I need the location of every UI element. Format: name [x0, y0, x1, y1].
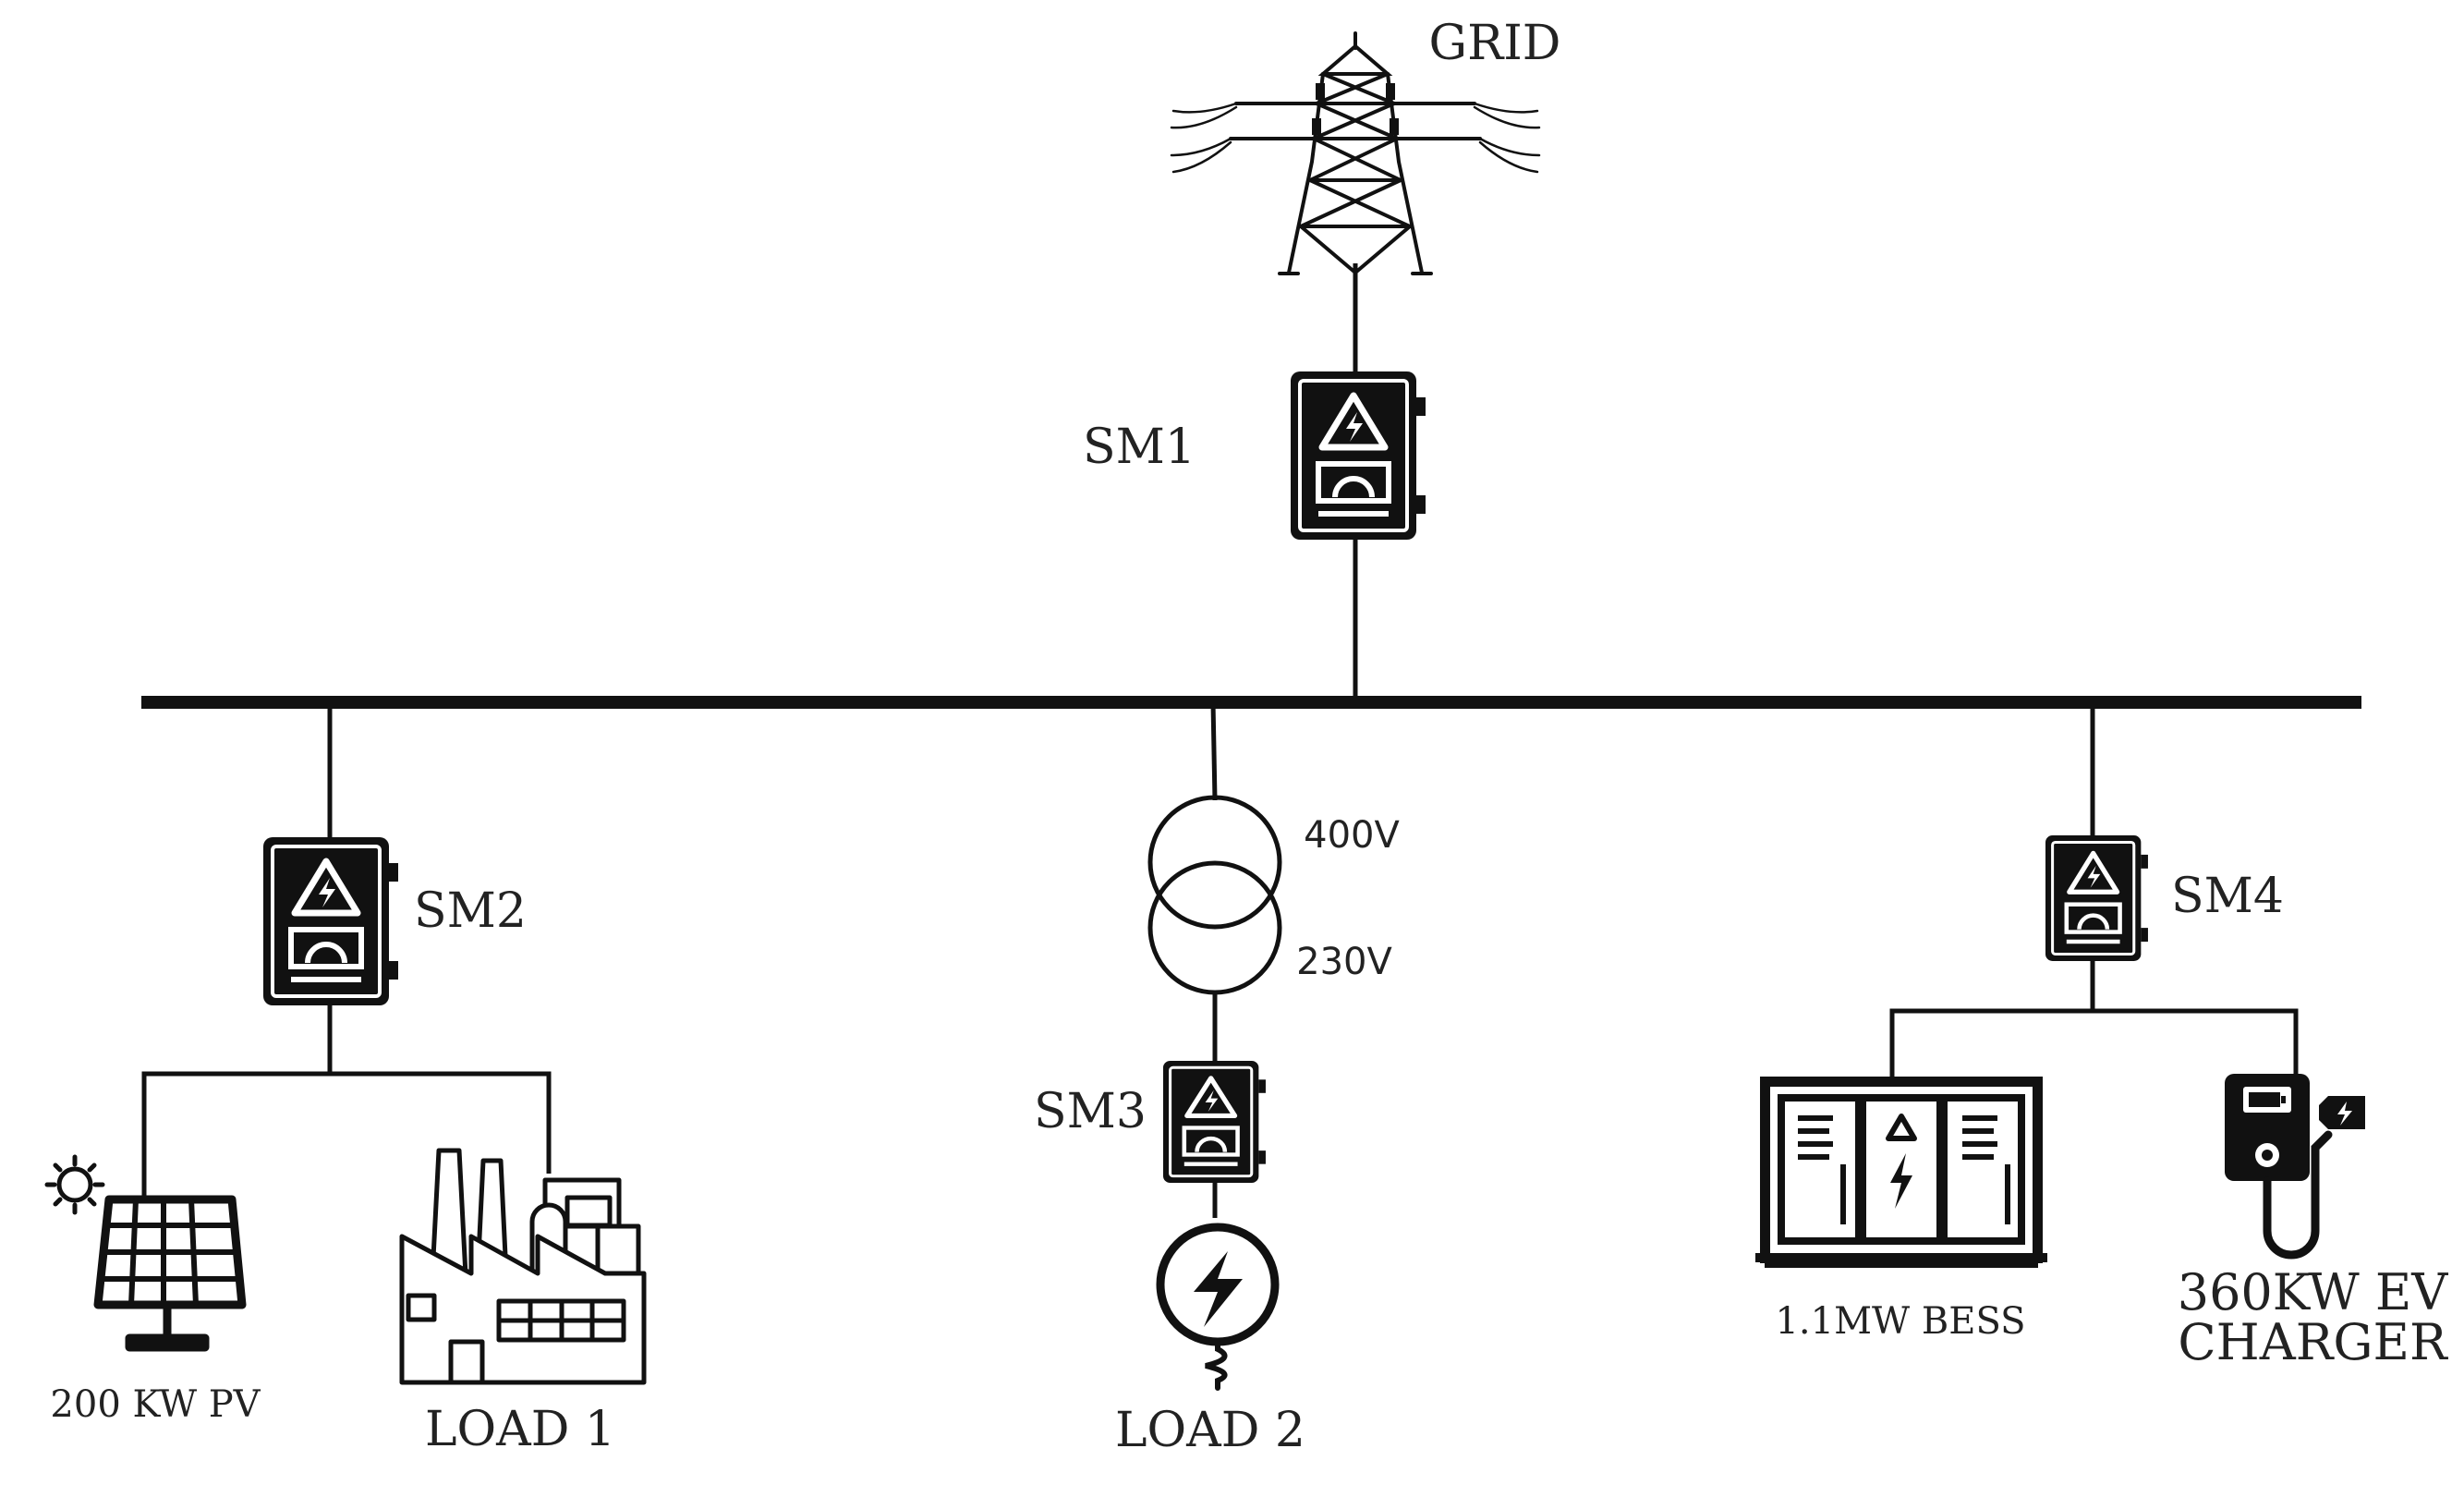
sm1-label: SM1	[1083, 420, 1196, 475]
sm4-label: SM4	[2171, 869, 2284, 924]
bess-label: 1.1MW BESS	[1775, 1300, 2026, 1343]
load2-label: LOAD 2	[1114, 1403, 1306, 1458]
ev-charger-icon	[2225, 1074, 2365, 1260]
pv-label: 200 KW PV	[50, 1383, 261, 1426]
smart-meter-sm1-icon[interactable]	[1291, 371, 1426, 540]
wiring	[141, 263, 2299, 1218]
battery-storage-icon	[1755, 1077, 2047, 1268]
pv-load1-branch-line	[141, 1071, 552, 1199]
grid-label: GRID	[1428, 16, 1561, 71]
primary-voltage-label: 400V	[1304, 814, 1400, 857]
sun-icon	[44, 1154, 105, 1215]
factory-icon	[399, 1148, 647, 1385]
ev-charger-label-line1: 360KW EV	[2177, 1263, 2448, 1321]
smart-meter-sm4-icon[interactable]	[2045, 835, 2148, 961]
smart-meter-sm2-icon[interactable]	[263, 837, 398, 1005]
transformer-feeder-line	[1210, 701, 1218, 801]
transmission-tower-icon	[1170, 31, 1541, 275]
smart-meter-sm3-icon[interactable]	[1163, 1061, 1266, 1183]
bess-ev-branch-line	[1889, 1008, 2299, 1077]
sm3-label: SM3	[1034, 1084, 1147, 1139]
transformer-icon	[1147, 795, 1282, 995]
sm2-label: SM2	[414, 883, 527, 939]
ev-charger-label: 360KW EV CHARGER	[2178, 1268, 2448, 1368]
solar-panel-icon	[93, 1195, 247, 1352]
load1-label: LOAD 1	[424, 1402, 616, 1457]
lightning-load-icon	[1156, 1223, 1280, 1391]
secondary-voltage-label: 230V	[1296, 941, 1392, 983]
ev-charger-label-line2: CHARGER	[2178, 1313, 2447, 1371]
